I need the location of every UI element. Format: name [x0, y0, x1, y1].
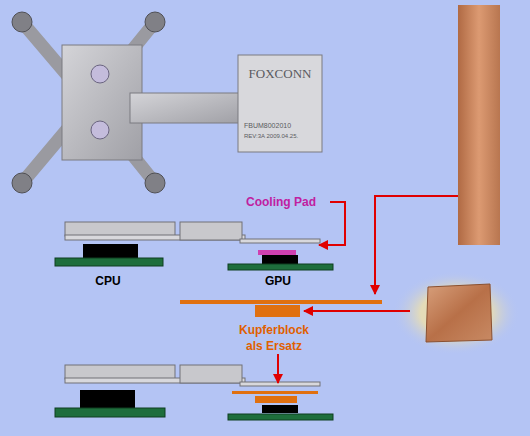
circuit-board: [55, 258, 163, 266]
screw-head: [91, 121, 109, 139]
leader-arrow: [375, 196, 458, 294]
screw: [12, 12, 32, 32]
part-label: CPU: [80, 274, 136, 289]
part-label: Kupferblock als Ersatz: [230, 322, 318, 354]
side-view-original: [55, 222, 333, 270]
circuit-board: [228, 264, 333, 270]
heatsink-profile: [240, 239, 320, 243]
brand-marking: FOXCONN: [242, 66, 318, 82]
gpu-chip: [262, 255, 298, 264]
leader-arrow: [319, 202, 345, 245]
part-number: FBUM8002010: [244, 121, 320, 130]
side-view-modified: [55, 365, 333, 420]
heatsink-profile: [65, 365, 175, 379]
gpu-plate: [238, 55, 322, 152]
heatsink-photo: [12, 12, 322, 193]
revision-marking: REV:3A 2009.04.25.: [244, 132, 322, 140]
leader-arrow: [277, 354, 279, 383]
copper-strip: [232, 391, 318, 394]
heatsink-profile: [65, 222, 175, 236]
screw: [145, 173, 165, 193]
circuit-board: [55, 408, 165, 417]
heatsink-profile: [240, 382, 320, 386]
cpu-chip: [80, 390, 135, 408]
screw: [12, 173, 32, 193]
copper-strip: [180, 300, 382, 304]
heat-pipe: [130, 93, 242, 123]
gpu-chip: [262, 405, 298, 413]
screw: [145, 12, 165, 32]
cpu-chip: [83, 244, 138, 258]
copper-strip-photo: [458, 5, 500, 245]
part-label: GPU: [250, 274, 306, 289]
cooling-pad: [258, 250, 296, 255]
photo-glow: [392, 271, 520, 355]
part-label: Cooling Pad: [246, 195, 330, 210]
heatsink-profile: [180, 365, 242, 383]
leader-arrow: [304, 310, 410, 312]
copper-block-photo: [426, 284, 492, 342]
heatsink-profile: [180, 222, 242, 240]
screw-head: [91, 65, 109, 83]
copper-block: [255, 305, 300, 317]
circuit-board: [228, 414, 333, 420]
copper-block: [255, 396, 297, 403]
